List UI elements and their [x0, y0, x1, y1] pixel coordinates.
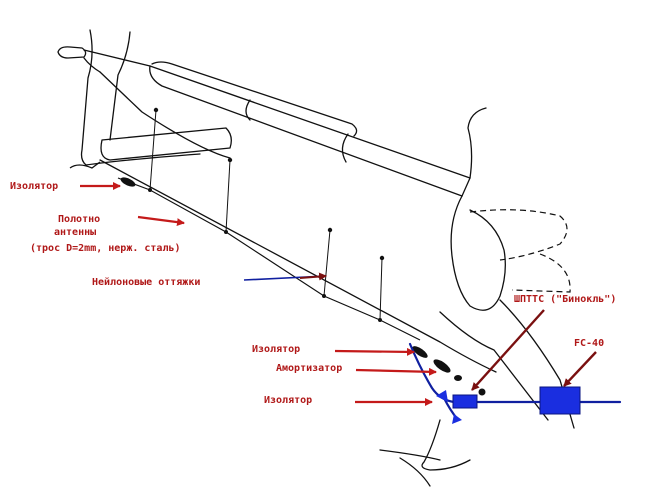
shock-absorber-part [433, 359, 462, 381]
arrow-nylon-guys-tip [299, 272, 327, 281]
insulator-top-part [120, 177, 136, 187]
antenna-wire [117, 177, 421, 341]
nylon-guys [149, 109, 383, 321]
label-shock-absorber: Амортизатор [276, 363, 342, 374]
label-fc40: FC-40 [574, 338, 604, 349]
arrow-insulator-mid [334, 347, 415, 356]
label-antenna-line3: (трос D=2mm, нерж. сталь) [30, 243, 181, 254]
arrow-antenna [137, 215, 185, 227]
label-antenna-line2: антенны [54, 227, 96, 238]
label-nylon-guys: Нейлоновые оттяжки [92, 276, 200, 288]
callout-arrows [80, 182, 597, 406]
helicopter-outline [57, 29, 575, 487]
rotor-hub-dashed [469, 209, 571, 293]
label-connector: ШПТТС ("Бинокль") [514, 294, 616, 305]
arrow-fc40 [563, 351, 597, 387]
arrow-shock-absorber [355, 367, 437, 376]
label-insulator-mid: Изолятор [252, 344, 300, 355]
feed-cable [408, 342, 622, 422]
label-insulator-top: Изолятор [10, 181, 58, 192]
connector-box [452, 394, 478, 409]
label-insulator-bottom: Изолятор [264, 395, 312, 406]
connector-knob [478, 388, 486, 396]
arrow-connector [471, 309, 545, 391]
label-antenna-line1: Полотно [58, 214, 100, 225]
insulator-mid-part [412, 346, 428, 358]
horizontal-stabilizer [69, 127, 232, 169]
fc40-box [539, 386, 581, 415]
callout-labels: Изолятор Полотно антенны (трос D=2mm, не… [10, 181, 616, 406]
bottom-insulator-part [436, 390, 462, 424]
guy-anchor-points [148, 107, 385, 322]
